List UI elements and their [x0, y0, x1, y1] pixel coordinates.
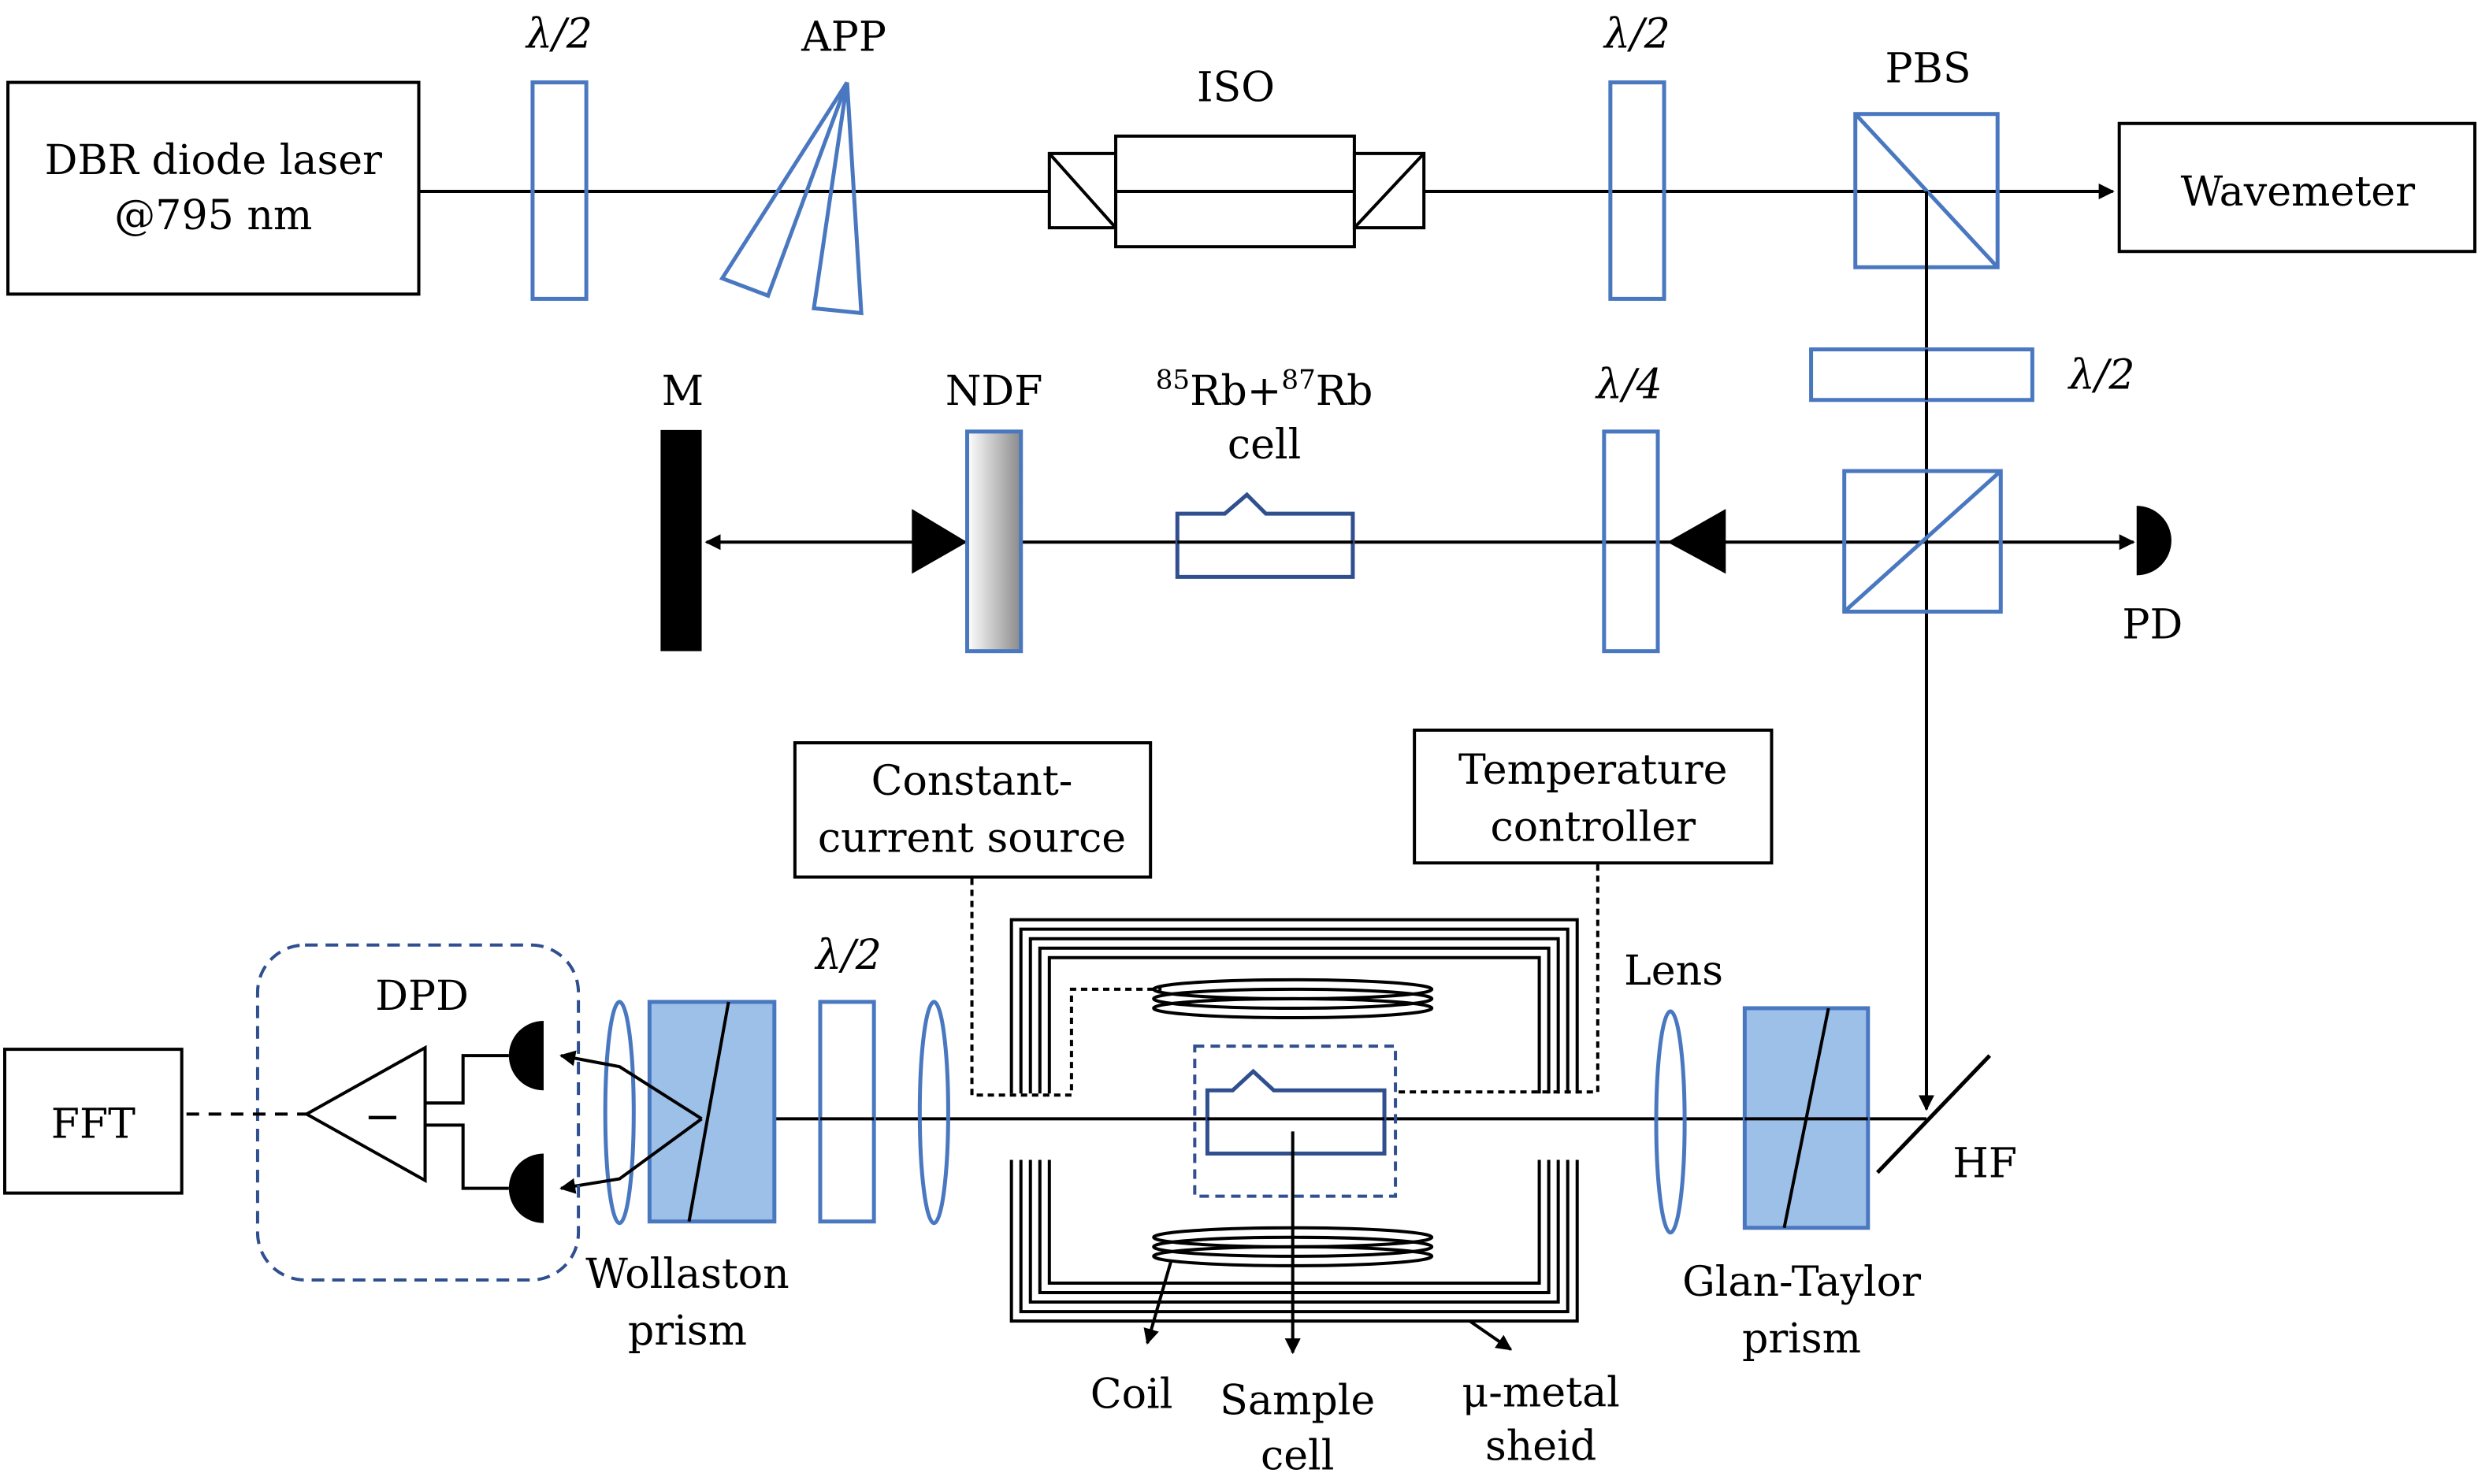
pd-label: PD [2122, 602, 2183, 649]
sample-cell-label-line2: cell [1261, 1433, 1334, 1480]
fft-analyzer: FFT [3, 1048, 184, 1195]
wollaston-label-line2: prism [628, 1308, 747, 1355]
wavemeter-label: Wavemeter [2181, 169, 2415, 216]
constant-current-source: Constant- current source [793, 740, 1153, 879]
half-wave-plate-3: λ/2 [1809, 347, 2135, 403]
polarizing-beam-splitter-2 [1842, 469, 2003, 614]
lens-right: Lens [1624, 948, 1723, 1235]
half-wave-plate-4: λ/2 [814, 932, 882, 1224]
mu-metal-shield [1009, 918, 1579, 1323]
differential-photodetector: DPD − [255, 943, 581, 1282]
ccs-wire [970, 878, 1162, 1097]
photodiode: PD [2122, 506, 2183, 649]
mirror: M [660, 368, 704, 651]
wavemeter: Wavemeter [2117, 121, 2476, 254]
rb-reference-cell: 85Rb+87Rb cell [1156, 365, 1373, 579]
lens-left [917, 1000, 950, 1226]
hf-label: HF [1952, 1141, 2017, 1188]
dbr-laser-wavelength: @795 nm [114, 192, 312, 239]
shield-pointer [1469, 1319, 1513, 1351]
anamorphic-prism-pair: APP [719, 13, 886, 316]
optical-isolator: ISO [1047, 65, 1426, 249]
hwp3-label: λ/2 [2067, 352, 2135, 399]
rb-cell-label: 85Rb+87Rb [1156, 365, 1373, 415]
neutral-density-filter: NDF [912, 368, 1043, 654]
coil-pointer [1143, 1260, 1173, 1345]
rb-isotope-2: 87 [1281, 365, 1315, 396]
polarizing-beam-splitter-1: PBS [1853, 46, 2000, 269]
rb-element-1: Rb+ [1190, 368, 1281, 415]
glan-taylor-prism: Glan-Taylor prism [1682, 1006, 1921, 1363]
shield-label-line2: sheid [1485, 1423, 1596, 1471]
coil-label: Coil [1090, 1371, 1173, 1418]
coil-top [1152, 978, 1434, 1020]
hwp4-label: λ/2 [814, 932, 882, 979]
hwp1-label: λ/2 [525, 10, 593, 58]
app-label: APP [801, 13, 886, 61]
qwp-label: λ/4 [1595, 362, 1663, 409]
subtractor-amplifier [303, 1044, 427, 1184]
dpd-label: DPD [375, 973, 469, 1020]
mirror-label: M [662, 368, 704, 415]
rb-isotope-1: 85 [1156, 365, 1190, 396]
quarter-wave-plate: λ/4 [1595, 362, 1726, 654]
photodiode-upper [508, 1021, 544, 1091]
half-wave-plate-1: λ/2 [525, 10, 593, 301]
rb-cell-label-line2: cell [1228, 421, 1301, 469]
tc-wire [1397, 864, 1599, 1094]
glan-label-line1: Glan-Taylor [1682, 1259, 1921, 1306]
temperature-controller: Temperature controller [1413, 728, 1774, 865]
ccs-label-line2: current source [818, 814, 1126, 862]
dbr-laser: DBR diode laser @795 nm [6, 80, 421, 296]
ccs-label-line1: Constant- [871, 758, 1073, 805]
pbs-label: PBS [1885, 46, 1971, 93]
shield-label-line1: μ-metal [1462, 1369, 1619, 1416]
sample-cell-label-line1: Sample [1220, 1377, 1375, 1424]
lens-label: Lens [1624, 948, 1723, 995]
wollaston-label-line1: Wollaston [585, 1251, 789, 1298]
glan-label-line2: prism [1742, 1315, 1861, 1363]
iso-label: ISO [1197, 65, 1275, 112]
fft-label: FFT [51, 1100, 136, 1148]
tc-label-line1: Temperature [1458, 747, 1727, 794]
rb-element-2: Rb [1316, 368, 1373, 415]
half-wave-plate-2: λ/2 [1603, 10, 1670, 301]
wollaston-prism: Wollaston prism [559, 1000, 789, 1355]
hwp2-label: λ/2 [1603, 10, 1670, 58]
dbr-laser-label: DBR diode laser [45, 137, 382, 184]
harmonic-filter-mirror: HF [1876, 1054, 2017, 1188]
tc-label-line2: controller [1491, 803, 1696, 851]
photodiode-lower [508, 1153, 544, 1223]
subtractor-minus-sign: − [364, 1091, 401, 1142]
ndf-label: NDF [946, 368, 1043, 415]
sample-cell [1193, 1044, 1398, 1198]
